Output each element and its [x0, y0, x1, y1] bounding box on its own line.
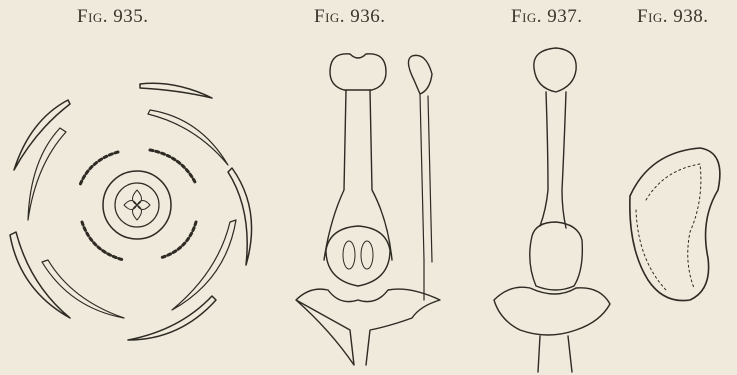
figure-935-floral-diagram	[10, 83, 252, 340]
figure-937-pistil-side-view	[494, 48, 610, 372]
figure-938-petal	[630, 148, 720, 301]
figure-936-pistil-and-stamen	[296, 54, 440, 365]
